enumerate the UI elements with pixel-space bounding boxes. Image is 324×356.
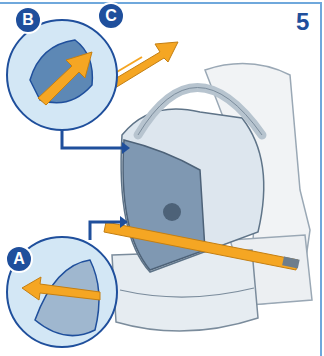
carrier-logo [163,203,181,221]
leader-arrowhead [120,216,128,228]
detail-inset [7,237,117,347]
action-arrow [38,52,92,105]
callout-badge: C [97,2,125,30]
callout-letter: A [13,251,25,267]
leader-line [90,222,120,240]
carrier-side-panel [123,140,205,270]
carrier-handle-edge [138,88,262,136]
callout-letter: B [22,12,34,28]
callout-badge: A [5,245,33,273]
action-arrow [22,277,100,300]
leader-arrowhead [122,142,130,154]
detail-inset [7,20,117,130]
leader-line [62,130,122,148]
callout-letter: C [105,8,117,24]
seat-base [112,250,258,331]
carrier-handle [138,88,262,136]
page-frame [0,3,321,356]
seat-base-edge [120,288,254,297]
lap-belt [104,222,298,270]
belt-buckle [282,256,300,268]
step-number: 5 [296,10,309,34]
callout-badge: B [14,6,42,34]
